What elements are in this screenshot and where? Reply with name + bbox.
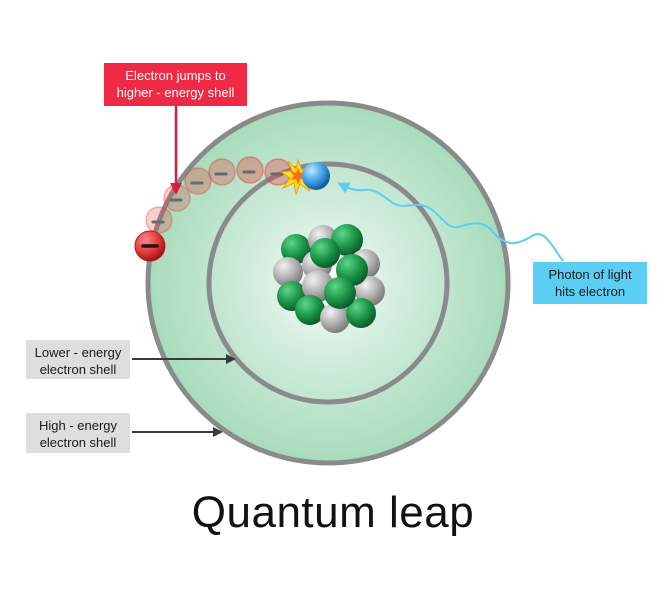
proton <box>346 298 376 328</box>
neutron <box>320 303 350 333</box>
proton <box>310 238 340 268</box>
photon-label-line1: Photon of light <box>548 267 632 282</box>
proton <box>295 295 325 325</box>
lower-energy-shell-label-line2: electron shell <box>39 362 117 377</box>
high-energy-shell-label-line2: electron shell <box>39 435 117 450</box>
high-energy-shell-ring <box>145 100 511 466</box>
electron-high-shell <box>134 230 166 262</box>
proton <box>281 234 311 264</box>
ghost-electron <box>208 158 236 186</box>
lower-energy-shell-ring <box>206 161 450 405</box>
electron-jumps-label-line1: Electron jumps to <box>125 68 226 83</box>
electron-jumps-label-line2: higher - energy shell <box>116 85 235 100</box>
lower-energy-shell-label-line1: Lower - energy <box>34 345 122 360</box>
diagram-title: Quantum leap <box>191 488 475 537</box>
lower-energy-shell-label: Lower - energy electron shell <box>26 340 130 379</box>
high-energy-shell-label: High - energy electron shell <box>26 413 130 453</box>
high-energy-shell-label-line1: High - energy <box>38 418 118 433</box>
ghost-electron <box>145 206 173 234</box>
proton <box>324 277 356 309</box>
electron-jumps-label: Electron jumps to higher - energy shell <box>104 63 247 106</box>
photon-wave <box>337 182 564 262</box>
electron-lower-shell <box>302 162 330 190</box>
electron-trail <box>145 156 292 234</box>
photon-label: Photon of light hits electron <box>533 262 647 304</box>
nucleus <box>273 224 385 333</box>
ghost-electron <box>184 167 212 195</box>
ghost-electron <box>236 156 264 184</box>
neutron <box>273 257 303 287</box>
photon-label-line2: hits electron <box>554 284 626 299</box>
